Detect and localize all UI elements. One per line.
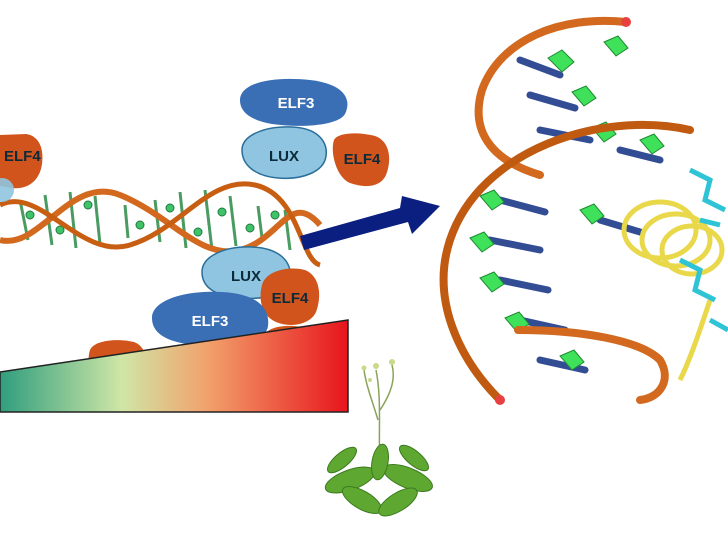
elf3-protein-bound: ELF3 xyxy=(152,291,269,347)
elf3-label-bound: ELF3 xyxy=(192,313,229,330)
elf4-protein-top: ELF4 xyxy=(332,133,390,187)
elf4-protein-bound-top: ELF4 xyxy=(260,268,320,325)
elf3-label-top: ELF3 xyxy=(278,95,315,112)
temperature-gradient-icon xyxy=(0,319,349,413)
elf4-label-left: ELF4 xyxy=(4,148,41,165)
elf4-label-top: ELF4 xyxy=(344,151,381,168)
elf4-protein-left: ELF4 xyxy=(0,134,43,189)
elf3-protein-top: ELF3 xyxy=(240,78,348,126)
lux-protein-partial xyxy=(0,178,14,202)
arabidopsis-plant-icon xyxy=(324,359,433,517)
dna-protein-3d-structure-icon xyxy=(439,16,728,405)
lux-label-bound: LUX xyxy=(231,268,261,285)
elf4-label-bound-top: ELF4 xyxy=(272,290,309,307)
lux-protein-top: LUX xyxy=(241,126,327,180)
right-arrow-icon xyxy=(300,196,440,250)
lux-label-top: LUX xyxy=(269,148,299,165)
dna-double-helix-icon xyxy=(0,181,323,268)
